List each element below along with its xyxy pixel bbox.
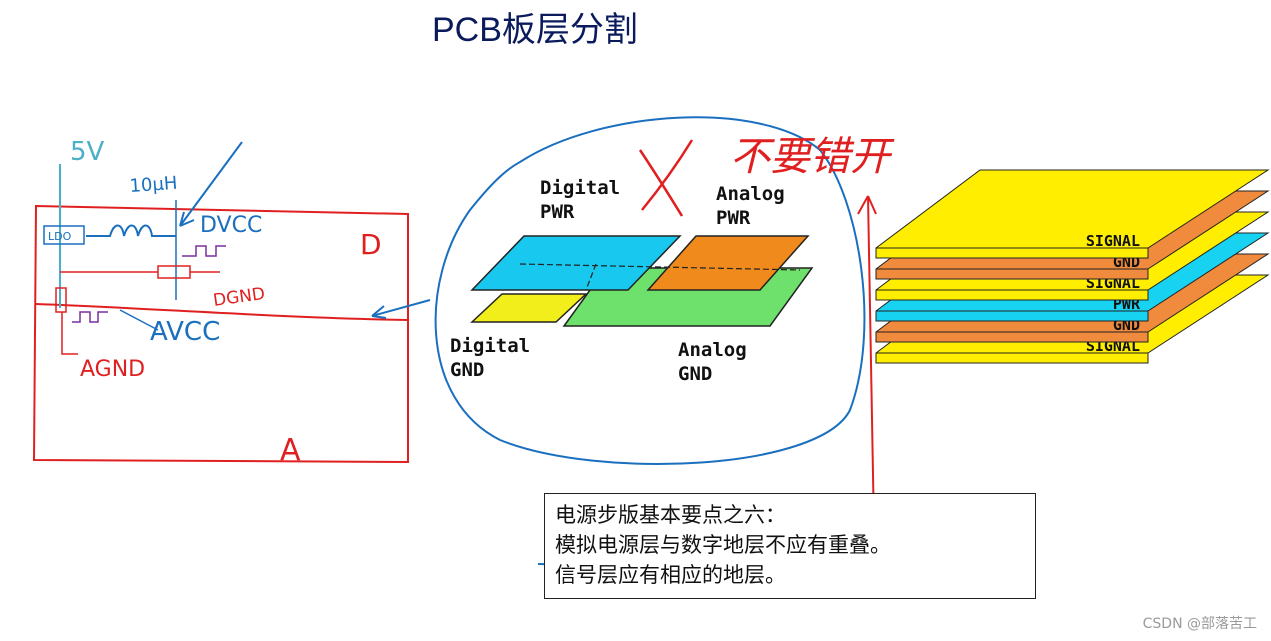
analog-gnd-label-1: Analog [678,339,747,361]
dvcc-label: DVCC [200,213,262,238]
red-cross-mark [638,139,694,217]
analog-gnd-label-2: GND [678,363,712,385]
resistor-body [157,265,191,279]
analog-pwr-plane [646,235,810,291]
board-outline [32,204,409,464]
digital-gnd-plane [470,293,588,323]
inductor-symbol [86,224,176,237]
digital-pwr-label-1: Digital [540,177,620,199]
analog-clock-wave [72,311,108,323]
ldo-box [43,225,85,245]
inductor-label: 10μH [129,173,178,197]
dgnd-label: DGND [212,284,266,311]
digital-pwr-label-2: PWR [540,201,575,223]
note-arrow [857,195,877,531]
watermark: CSDN @部落苦工 [1142,616,1257,632]
resistor-left [55,287,67,313]
handwritten-note: 不要错开 [730,134,895,180]
stackup-layer-label: SIGNAL [1086,232,1140,250]
note-line-2: 模拟电源层与数字地层不应有重叠。 [555,533,891,557]
analog-region-label: A [280,433,301,468]
page-title: PCB板层分割 [432,11,638,49]
note-line-3: 信号层应有相应的地层。 [555,563,786,587]
dvcc-arrow [179,141,243,227]
note-line-1: 电源步版基本要点之六： [555,503,786,527]
digital-gnd-label-1: Digital [450,335,530,357]
note-box: 电源步版基本要点之六： 模拟电源层与数字地层不应有重叠。 信号层应有相应的地层。 [544,493,1036,599]
digital-region-label: D [360,228,382,261]
split-line [35,303,409,321]
highlight-loop [434,116,866,465]
digital-pwr-plane [470,235,682,291]
ldo-label: LDO [48,230,72,243]
overlap-dashline [519,263,801,291]
supply-label: 5V [70,137,105,167]
digital-clock-wave [182,245,226,257]
left-sketch: 5V LDO 10μH DVCC DGND AVCC AGND D A [32,137,431,468]
analog-pwr-label-1: Analog [716,183,785,205]
agnd-label: AGND [80,357,145,382]
avcc-wire [119,309,159,331]
agnd-wire [61,312,78,355]
analog-pwr-label-2: PWR [716,207,751,229]
digital-gnd-label-2: GND [450,359,484,381]
split-arrow [371,299,431,319]
avcc-label: AVCC [150,317,220,347]
